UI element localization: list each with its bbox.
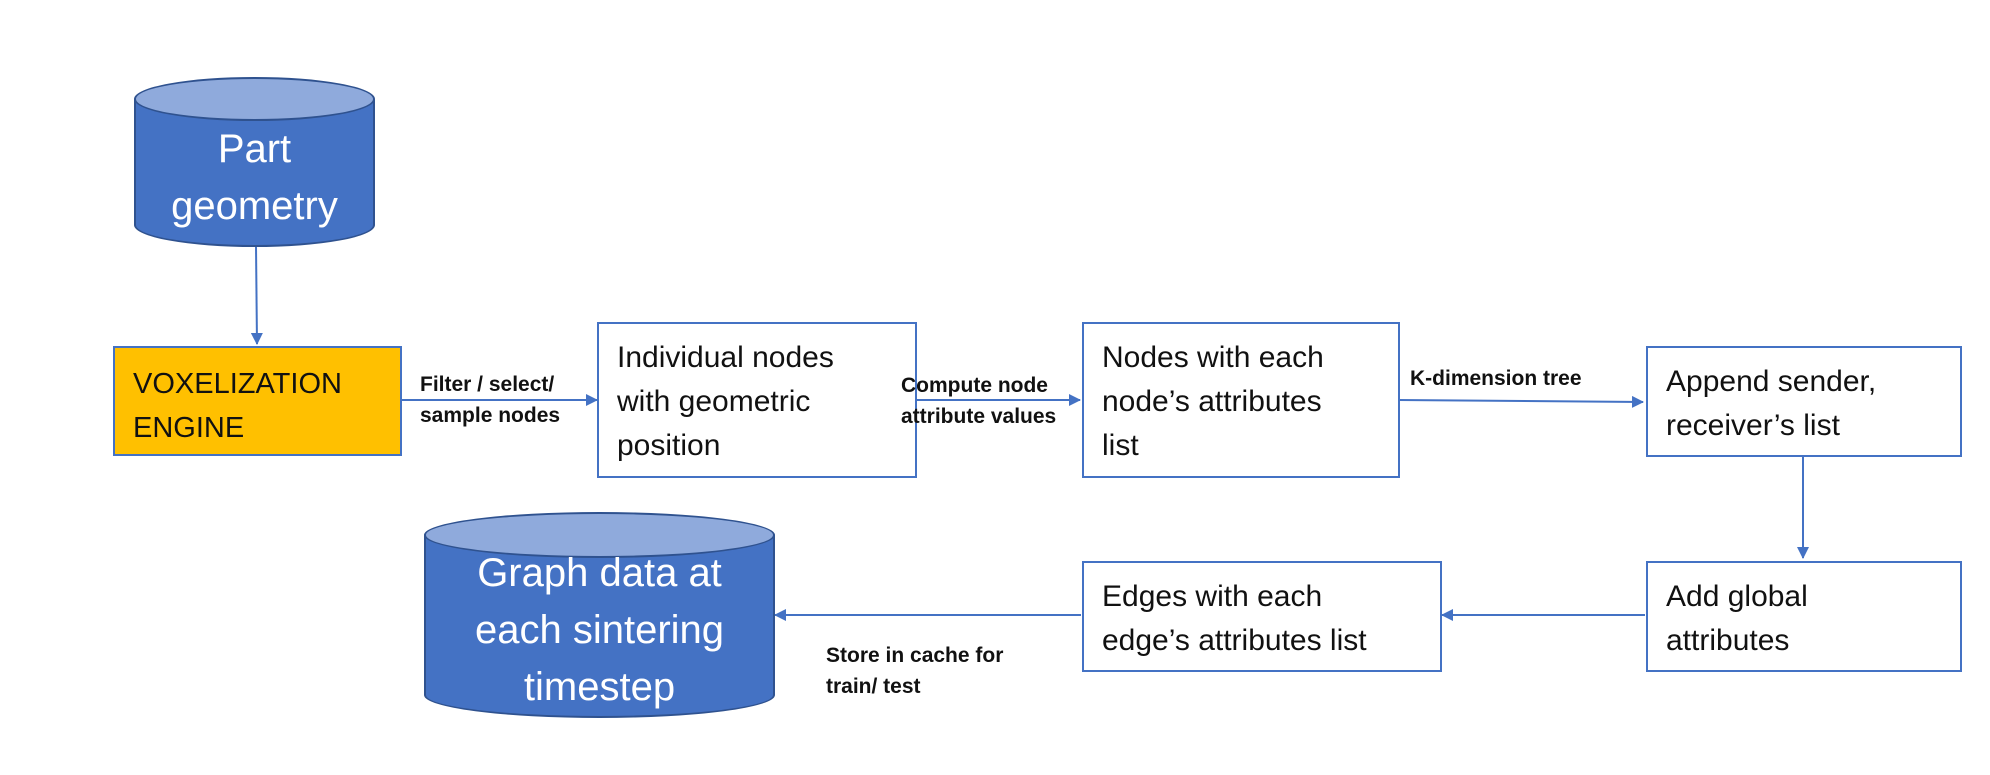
nodes-attributes-box: Nodes with each node’s attributes list bbox=[1082, 322, 1400, 478]
graph-data-label: Graph data at each sintering timestep bbox=[474, 551, 725, 709]
append-list-box: Append sender, receiver’s list bbox=[1646, 346, 1962, 457]
voxelization-engine-box: VOXELIZATION ENGINE bbox=[113, 346, 402, 456]
voxelization-engine-label: VOXELIZATION ENGINE bbox=[133, 368, 342, 444]
individual-nodes-box: Individual nodes with geometric position bbox=[597, 322, 917, 478]
edges-attributes-label: Edges with each edge’s attributes list bbox=[1102, 580, 1367, 657]
add-global-label: Add global attributes bbox=[1666, 580, 1808, 657]
add-global-box: Add global attributes bbox=[1646, 561, 1962, 672]
edge-label-store-cache: Store in cache for train/ test bbox=[826, 644, 1004, 698]
individual-nodes-label: Individual nodes with geometric position bbox=[617, 341, 834, 462]
edges-attributes-box: Edges with each edge’s attributes list bbox=[1082, 561, 1442, 672]
edge-label-kd-tree: K-dimension tree bbox=[1410, 367, 1582, 390]
append-list-label: Append sender, receiver’s list bbox=[1666, 365, 1877, 442]
edge-label-compute-node: Compute node attribute values bbox=[901, 374, 1057, 428]
arrow-nodes-attributes-to-append-list bbox=[1397, 395, 1644, 408]
edge-label-filter-select: Filter / select/ sample nodes bbox=[420, 373, 561, 427]
part-geometry-cylinder: Part geometry bbox=[134, 77, 375, 247]
graph-data-cylinder: Graph data at each sintering timestep bbox=[424, 512, 775, 718]
part-geometry-label: Part geometry bbox=[171, 127, 338, 228]
arrow-geometry-to-voxelization bbox=[250, 245, 263, 345]
nodes-attributes-label: Nodes with each node’s attributes list bbox=[1102, 341, 1324, 462]
